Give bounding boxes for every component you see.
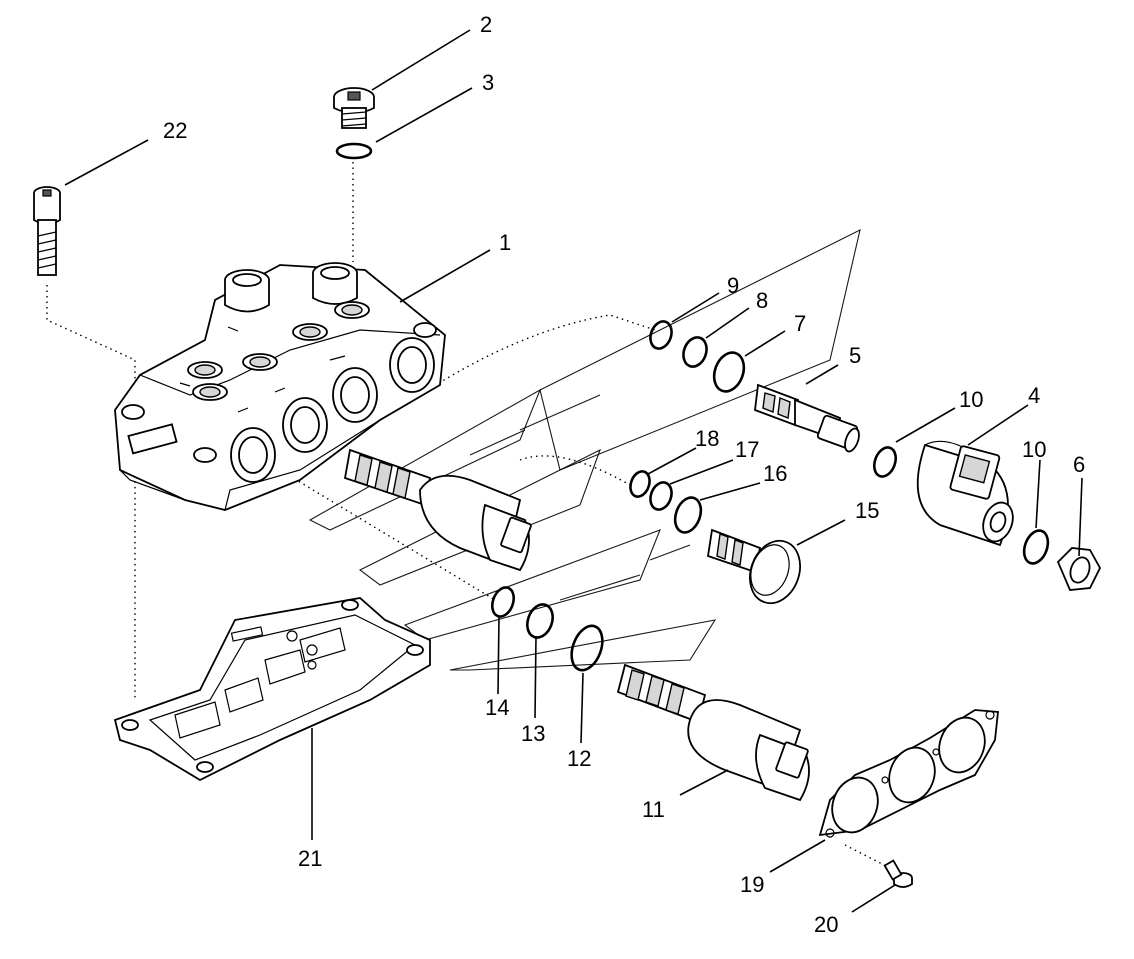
callout-9: 9 <box>727 273 739 298</box>
callout-21: 21 <box>298 846 322 871</box>
callout-14: 14 <box>485 695 509 720</box>
o-ring-plug <box>335 142 373 160</box>
callout-4: 4 <box>1028 383 1040 408</box>
callout-19: 19 <box>740 872 764 897</box>
cartridge-valve <box>754 383 860 453</box>
gasket-three-hole <box>818 709 999 838</box>
callout-8: 8 <box>756 288 768 313</box>
valve-block <box>114 262 446 511</box>
o-ring-10-left <box>872 446 898 478</box>
callout-15: 15 <box>855 498 879 523</box>
callout-2: 2 <box>480 12 492 37</box>
callout-22: 22 <box>163 118 187 143</box>
hex-nut <box>1056 547 1102 591</box>
cap-screw <box>33 186 61 276</box>
o-ring-16 <box>673 496 703 534</box>
callout-10a: 10 <box>959 387 983 412</box>
o-ring-9 <box>649 320 673 350</box>
o-ring-14 <box>490 586 516 618</box>
callout-10b: 10 <box>1022 437 1046 462</box>
callout-labels: 2 3 22 1 9 8 7 5 10 4 10 6 18 17 16 15 1… <box>163 12 1085 937</box>
cap-valve <box>706 528 801 605</box>
callout-12: 12 <box>567 746 591 771</box>
callout-13: 13 <box>521 721 545 746</box>
solenoid-coil <box>916 440 1014 547</box>
watermark-logo <box>308 228 861 671</box>
o-ring-17 <box>649 481 673 511</box>
callout-6: 6 <box>1073 452 1085 477</box>
callout-11: 11 <box>642 797 665 822</box>
callout-17: 17 <box>735 437 759 462</box>
callout-1: 1 <box>499 230 511 255</box>
callout-3: 3 <box>482 70 494 95</box>
solenoid-valve <box>616 663 810 802</box>
o-ring-10-right <box>1022 529 1050 565</box>
callout-5: 5 <box>849 343 861 368</box>
o-ring-8 <box>682 336 708 368</box>
plug <box>333 87 375 129</box>
small-screw <box>883 859 913 888</box>
o-ring-12 <box>570 624 604 672</box>
gasket-plate <box>113 597 431 782</box>
callout-20: 20 <box>814 912 838 937</box>
solenoid-valve-upper <box>343 448 532 572</box>
o-ring-18 <box>629 470 651 498</box>
o-ring-7 <box>712 351 746 393</box>
o-ring-13 <box>526 603 554 639</box>
callout-16: 16 <box>763 461 787 486</box>
callout-18: 18 <box>695 426 719 451</box>
leader-lines <box>64 29 1083 913</box>
callout-7: 7 <box>794 311 806 336</box>
assembly-lines <box>46 162 891 869</box>
